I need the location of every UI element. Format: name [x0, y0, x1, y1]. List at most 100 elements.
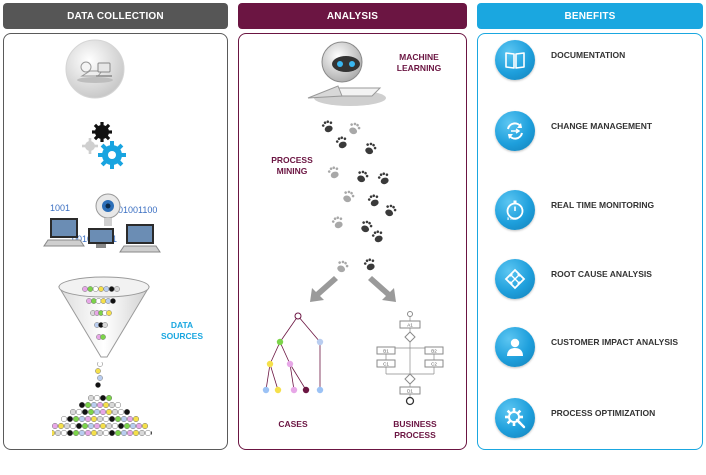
data-dot [81, 408, 89, 416]
data-dot [105, 408, 113, 416]
benefit-change-management: CHANGE MANAGEMENT [495, 111, 700, 151]
data-dot [96, 401, 104, 409]
data-dot [57, 422, 65, 430]
paw-print [335, 136, 347, 149]
data-dot [72, 429, 80, 437]
data-dot [66, 415, 74, 423]
branch-arrows [310, 276, 396, 302]
data-dot [114, 415, 122, 423]
data-dot [97, 375, 103, 381]
funnel-icon [58, 276, 150, 358]
panel-benefits [477, 33, 703, 450]
data-dot [99, 394, 107, 402]
data-dot [114, 286, 120, 292]
book-icon [495, 40, 535, 80]
data-dot [102, 322, 108, 328]
benefit-customer-impact-analysis: CUSTOMER IMPACT ANALYSIS [495, 327, 700, 367]
paw-print [377, 172, 389, 185]
gear-wrench-icon [495, 398, 535, 438]
data-dot [99, 422, 107, 430]
business-process-label: BUSINESS PROCESS [393, 419, 437, 440]
data-dot [90, 415, 98, 423]
data-dot [108, 401, 116, 409]
data-dot [66, 429, 74, 437]
data-dot [69, 422, 77, 430]
data-dot [132, 429, 140, 437]
data-dot [120, 415, 128, 423]
data-dot [108, 286, 115, 292]
data-dot [90, 298, 97, 304]
data-dot [126, 415, 134, 423]
data-dot [87, 394, 95, 402]
data-dot [52, 429, 56, 437]
data-dot [60, 429, 68, 437]
robot-reading-icon [307, 41, 386, 106]
data-dot [90, 429, 98, 437]
data-dot [93, 408, 101, 416]
flow-label-b2: B2 [431, 349, 437, 354]
data-dot [135, 422, 143, 430]
data-dot [78, 415, 86, 423]
machine-learning-label: MACHINE LEARNING [396, 52, 442, 73]
case-tree-diagram [262, 312, 324, 394]
computers-webcam-icon [43, 193, 161, 253]
header-analysis: ANALYSIS [238, 3, 467, 29]
stopwatch-icon [495, 190, 535, 230]
data-dot [84, 401, 92, 409]
data-dot [111, 408, 119, 416]
data-dot [92, 286, 99, 292]
data-dot [96, 429, 104, 437]
data-dot [78, 401, 86, 409]
data-dot [60, 415, 68, 423]
stopwatch-text: 5 min [507, 216, 518, 221]
data-dot [123, 408, 131, 416]
data-dot [72, 415, 80, 423]
paw-print [331, 216, 343, 229]
paw-print [385, 204, 397, 217]
header-benefits: BENEFITS [477, 3, 703, 29]
paw-print [367, 194, 379, 207]
paw-print [361, 220, 373, 233]
data-dot [117, 408, 125, 416]
data-dot [108, 415, 116, 423]
benefit-label: CHANGE MANAGEMENT [551, 121, 653, 131]
benefit-label: REAL TIME MONITORING [551, 200, 655, 210]
data-dot [141, 422, 149, 430]
data-dot [132, 415, 140, 423]
data-dot [123, 422, 131, 430]
benefit-label: PROCESS OPTIMIZATION [551, 408, 656, 418]
data-dot [150, 430, 152, 436]
gears-icon [82, 122, 126, 169]
flow-label-b1: B1 [383, 349, 389, 354]
data-dot [103, 286, 110, 292]
data-dot [69, 408, 77, 416]
paw-print [349, 122, 361, 135]
data-dot [126, 429, 134, 437]
data-dot [97, 362, 103, 367]
data-dot [129, 422, 137, 430]
paw-print [357, 170, 369, 183]
data-dot [63, 422, 71, 430]
data-dot [96, 415, 104, 423]
binary-text-1: 1001 [50, 203, 71, 213]
data-dot [95, 368, 101, 374]
flow-label-c2: C2 [431, 362, 437, 367]
data-dot [95, 298, 102, 304]
data-dot [114, 429, 122, 437]
header-data-collection: DATA COLLECTION [3, 3, 228, 29]
binary-text-2: 1001001100 [108, 205, 158, 215]
cases-label: CASES [278, 419, 308, 429]
data-dot [100, 334, 106, 340]
footprints-trail [321, 120, 397, 273]
data-dot [100, 298, 107, 304]
process-mining-label: PROCESS MINING [271, 155, 313, 176]
person-laptop-icon [65, 39, 125, 99]
data-dot [54, 429, 62, 437]
data-pile-icon [52, 362, 152, 437]
data-sources-label: DATA SOURCES [160, 320, 204, 341]
data-dot [90, 401, 98, 409]
flow-label-c1: C1 [383, 362, 389, 367]
paw-print [363, 258, 375, 271]
benefit-root-cause-analysis: ROOT CAUSE ANALYSIS [495, 259, 700, 299]
benefit-documentation: DOCUMENTATION [495, 40, 700, 80]
